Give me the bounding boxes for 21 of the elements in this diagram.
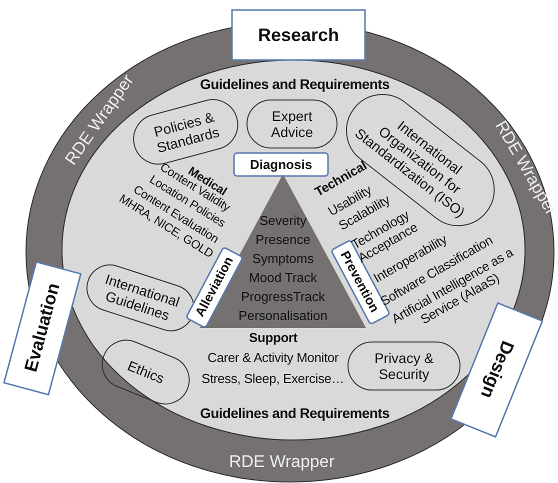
rounded-box — [247, 100, 337, 148]
stage-label: Research — [258, 24, 340, 46]
box-label: Policies & Standards — [151, 108, 222, 158]
list-item: Carer & Activity Monitor — [208, 350, 339, 364]
ring-label: RDE Wrapper — [229, 452, 334, 472]
list-item: Symptoms — [252, 250, 314, 268]
box-label: Privacy & Security — [373, 350, 435, 382]
list-item: Stress, Sleep, Exercise… — [202, 370, 344, 386]
list-item: ProgressTrack — [240, 288, 326, 306]
tag-label: Diagnosis — [248, 157, 314, 172]
section-heading: Guidelines and Requirements — [200, 76, 390, 92]
box-label: Ethics — [124, 356, 168, 389]
rounded-box — [348, 342, 460, 390]
list-item: Personalisation — [238, 307, 328, 325]
box-label: Expert Advice — [270, 108, 314, 140]
list-item: Mood Track — [249, 269, 317, 287]
list-item: Severity — [260, 212, 306, 230]
list-heading: Support — [249, 330, 298, 344]
list-item: Presence — [256, 231, 310, 249]
stage-box — [232, 10, 365, 60]
section-heading: Guidelines and Requirements — [200, 405, 390, 421]
